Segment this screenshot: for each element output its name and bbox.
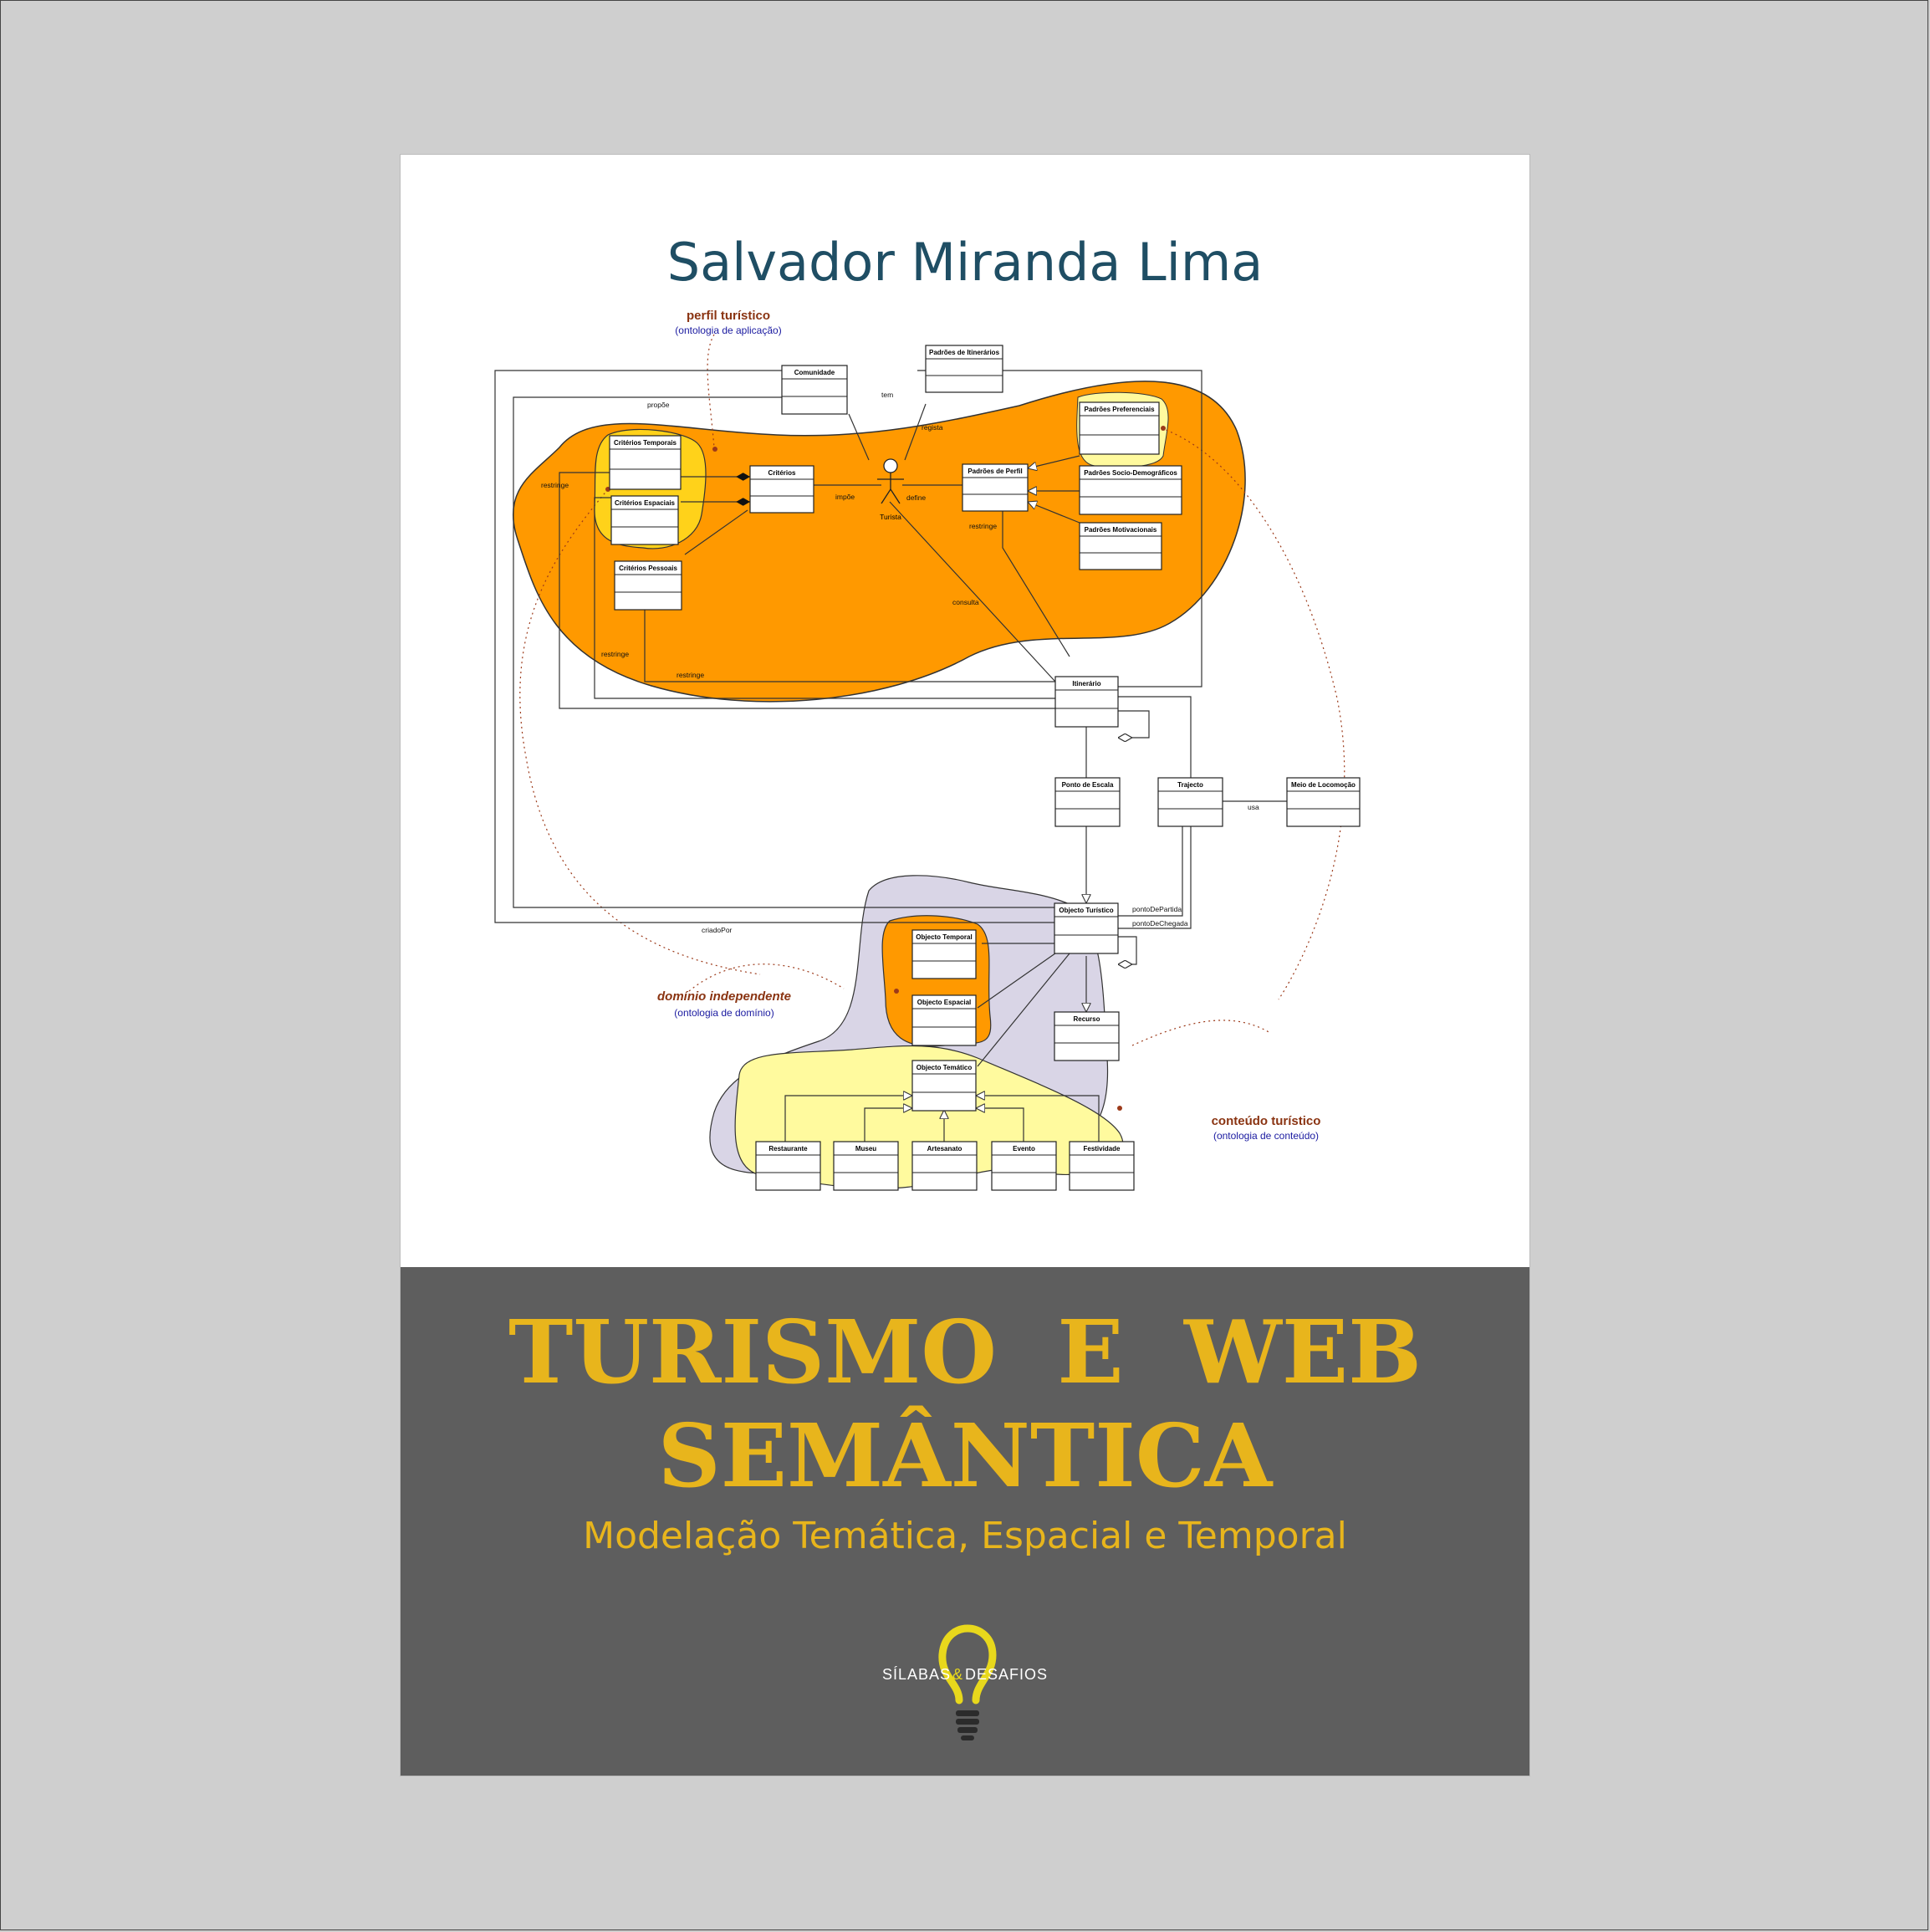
class-name: Objecto Turístico [1059,907,1113,914]
class-box-objecto-turistico: Objecto Turístico [1054,902,1119,954]
publisher-name: SÍLABAS&DESAFIOS [401,1666,1529,1684]
author-name: Salvador Miranda Lima [666,232,1264,293]
class-name: Critérios Pessoais [619,565,677,572]
label-regista: regista [922,423,943,432]
class-box-recurso: Recurso [1054,1011,1120,1061]
class-box-restaurante: Restaurante [755,1141,821,1191]
label-usa: usa [1248,803,1259,811]
class-box-museu: Museu [833,1141,899,1191]
class-name: Artesanato [927,1145,962,1153]
class-box-evento: Evento [991,1141,1057,1191]
book-title-line-1: TURISMO E WEB [508,1301,1422,1403]
label-tem: tem [881,391,893,399]
annotation-perfil-title: perfil turístico [687,309,770,323]
publisher-amp: & [952,1666,964,1683]
uml-diagram: perfil turístico (ontologia de aplicação… [494,309,1361,1191]
label-restringe-2: restringe [969,522,997,530]
annotation-dominio-sub: (ontologia de domínio) [674,1007,774,1019]
label-impoe: impõe [835,493,855,501]
annotation-conteudo-title: conteúdo turístico [1212,1114,1321,1128]
class-name: Comunidade [794,369,835,376]
class-name: Recurso [1073,1015,1100,1023]
class-box-padroes-socio: Padrões Socio-Demográficos [1079,465,1182,515]
class-box-ponto-escala: Ponto de Escala [1054,777,1121,827]
label-restringe-1: restringe [541,481,569,489]
class-name: Critérios Espaciais [615,499,676,507]
label-define: define [906,493,926,502]
label-restringe-3: restringe [601,650,629,658]
turista-actor-icon [877,458,904,504]
class-name: Padrões de Itinerários [929,349,1000,356]
annotation-perfil-sub: (ontologia de aplicação) [675,325,781,336]
class-box-criterios-espaciais: Critérios Espaciais [610,495,679,545]
label-restringe-4: restringe [677,671,704,679]
class-box-criterios: Critérios [749,465,814,514]
class-name: Padrões Socio-Demográficos [1084,469,1177,477]
class-name: Padrões Preferenciais [1084,406,1155,413]
class-box-objecto-tematico: Objecto Temático [911,1060,977,1112]
book-subtitle: Modelação Temática, Espacial e Temporal [583,1515,1347,1557]
class-name: Padrões de Perfil [968,468,1022,475]
book-cover: Salvador Miranda Lima [400,154,1530,1776]
class-name: Ponto de Escala [1062,781,1114,789]
class-box-criterios-pessoais: Critérios Pessoais [614,560,682,611]
class-name: Itinerário [1072,680,1100,687]
title-band: TURISMO E WEB SEMÂNTICA Modelação Temáti… [401,1267,1529,1776]
class-name: Festividade [1083,1145,1121,1153]
class-name: Trajecto [1177,781,1203,789]
class-name: Museu [855,1145,876,1153]
label-propoe: propõe [647,401,670,409]
class-box-trajecto: Trajecto [1157,777,1223,827]
book-title-line-2: SEMÂNTICA [657,1404,1273,1507]
annotation-dominio-title: domínio independente [657,989,791,1004]
class-box-comunidade: Comunidade [781,365,848,415]
class-box-padroes-preferenciais: Padrões Preferenciais [1079,401,1160,455]
class-box-meio-locomocao: Meio de Locomoção [1286,777,1361,827]
class-name: Objecto Espacial [917,999,971,1006]
class-name: Critérios Temporais [614,439,677,447]
class-box-padroes-motivacionais: Padrões Motivacionais [1079,522,1162,570]
class-box-itinerario: Itinerário [1054,676,1119,728]
class-box-artesanato: Artesanato [911,1141,978,1191]
label-pontoDeChegada: pontoDeChegada [1132,919,1188,928]
class-name: Restaurante [768,1145,808,1153]
class-name: Meio de Locomoção [1291,781,1356,789]
class-name: Padrões Motivacionais [1085,526,1157,534]
publisher-left: SÍLABAS [881,1666,951,1683]
class-name: Objecto Temático [916,1064,973,1071]
lightbulb-logo-icon [938,1624,997,1740]
class-box-criterios-temporais: Critérios Temporais [609,435,682,490]
annotation-conteudo-sub: (ontologia de conteúdo) [1213,1130,1319,1142]
class-box-objecto-temporal: Objecto Temporal [911,929,977,979]
label-consulta: consulta [952,598,979,606]
class-box-padroes-perfil: Padrões de Perfil [962,463,1029,512]
label-pontoDePartida: pontoDePartida [1132,905,1182,913]
class-name: Objecto Temporal [916,933,972,941]
publisher-right: DESAFIOS [965,1666,1049,1683]
class-name: Evento [1013,1145,1035,1153]
class-box-festividade: Festividade [1069,1141,1135,1191]
class-box-padroes-itinerarios: Padrões de Itinerários [925,345,1003,393]
label-criadoPor: criadoPor [702,926,733,934]
class-name: Critérios [768,469,796,477]
turista-label: Turista [880,513,901,521]
class-box-objecto-espacial: Objecto Espacial [911,994,977,1046]
